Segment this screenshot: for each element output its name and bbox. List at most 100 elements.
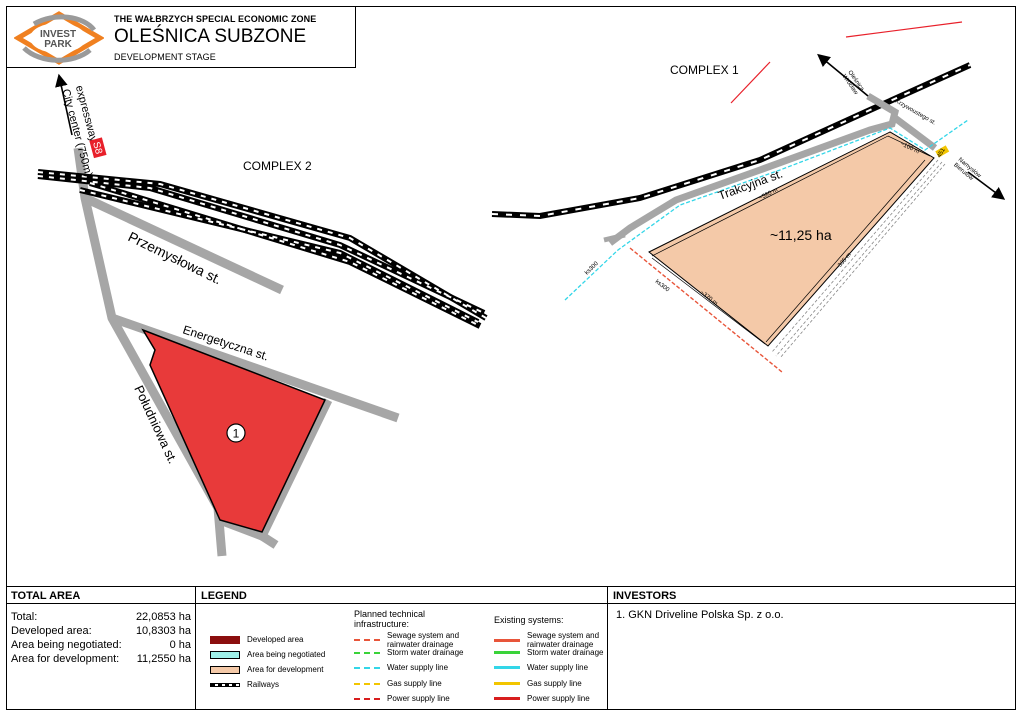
planned-line-swatch (354, 666, 380, 669)
page-title: OLEŚNICA SUBZONE (114, 26, 307, 47)
stage-label: DEVELOPMENT STAGE (114, 52, 216, 62)
area-row-total: Total: 22,0853 ha (11, 611, 191, 623)
plot-for-development (648, 131, 935, 347)
header-box: INVEST PARK THE WAŁBRZYCH SPECIAL ECONOM… (6, 6, 356, 68)
planned-water: Water supply line (354, 663, 448, 672)
planned-line-swatch (354, 639, 380, 641)
area-value: 0 ha (169, 639, 191, 651)
investor-item: 1. GKN Driveline Polska Sp. z o.o. (616, 609, 784, 621)
planned-storm: Storm water drainage (354, 648, 463, 657)
s8-badge-text: S8 (90, 141, 104, 156)
legend-label: Area being negotiated (247, 650, 326, 659)
existing-label: Power supply line (527, 694, 590, 703)
plot-area-label: ~11,25 ha (770, 227, 832, 243)
railways-complex-2 (37, 169, 488, 329)
s8-badge (89, 137, 107, 159)
planned-label: Gas supply line (387, 679, 442, 688)
legend-label: Area for development (247, 665, 324, 674)
existing-line-swatch (494, 697, 520, 700)
legend-label: Railways (247, 680, 280, 689)
planned-title-line-2: infrastructure: (354, 619, 410, 629)
area-label: Developed area: (11, 625, 92, 637)
existing-line-swatch (494, 682, 520, 685)
existing-label: Storm water drainage (527, 648, 604, 657)
road-przemyslowa (83, 193, 284, 295)
planned-label: Power supply line (387, 694, 450, 703)
complex-2-label: COMPLEX 2 (243, 159, 312, 173)
plot-dimension-580 (651, 135, 889, 257)
existing-water-supply-line (564, 119, 969, 301)
total-area-panel: TOTAL AREA Total: 22,0853 ha Developed a… (6, 587, 196, 709)
ks451-label: 451 (937, 147, 948, 159)
site-map: 1 expressway City center (750m) S8 (37, 21, 1006, 557)
direction-arrow-namyslow (967, 171, 1006, 200)
red-line-decoration-1 (845, 21, 963, 38)
planned-line-swatch (354, 651, 380, 654)
plot-dimension-335 (765, 159, 926, 343)
area-value: 11,2550 ha (136, 653, 191, 665)
existing-label: Gas supply line (527, 679, 582, 688)
area-row-for-development: Area for development: 11,2550 ha (11, 653, 191, 665)
legend-title: LEGEND (196, 587, 607, 604)
page-frame (6, 6, 1016, 710)
legend-developed: Developed area (210, 635, 303, 644)
red-line-decoration-2 (730, 61, 771, 104)
planned-line-swatch (354, 697, 380, 700)
planned-power: Power supply line (354, 694, 450, 703)
legend-for-development: Area for development (210, 665, 324, 674)
existing-water: Water supply line (494, 663, 588, 672)
road-south-end (259, 532, 279, 549)
gas-supply-marker (935, 145, 950, 158)
legend-railways: Railways (210, 680, 279, 689)
complex-1-label: COMPLEX 1 (670, 63, 739, 77)
plot-dimension-100 (887, 135, 931, 157)
invest-park-logo: INVEST PARK (14, 11, 104, 65)
investors-panel: INVESTORS 1. GKN Driveline Polska Sp. z … (608, 587, 1016, 709)
existing-line-swatch (494, 666, 520, 669)
existing-gas: Gas supply line (494, 679, 582, 688)
area-label: Area being negotiated: (11, 639, 122, 651)
existing-line-swatch (494, 638, 520, 642)
plot-dimension-370 (651, 257, 766, 345)
area-value: 10,8303 ha (135, 625, 191, 637)
existing-label: Water supply line (527, 663, 589, 672)
planned-label: Storm water drainage (387, 648, 464, 657)
legend-swatch (210, 650, 240, 659)
existing-systems-title: Existing systems: (494, 615, 564, 625)
area-label: Total: (11, 611, 38, 623)
zone-name: THE WAŁBRZYCH SPECIAL ECONOMIC ZONE (114, 14, 317, 24)
logo-text-park: PARK (44, 39, 72, 50)
area-row-negotiated: Area being negotiated: 0 ha (11, 639, 191, 651)
plot-1-number: 1 (233, 427, 240, 441)
planned-title-line-1: Planned technical (354, 609, 426, 619)
planned-sewage-line (629, 247, 783, 373)
existing-power: Power supply line (494, 694, 590, 703)
city-center-arrow (55, 73, 73, 136)
road-krzywoustego (892, 115, 938, 151)
legend-negotiated: Area being negotiated (210, 650, 325, 659)
area-value: 22,0853 ha (135, 611, 191, 623)
planned-label: Water supply line (387, 663, 449, 672)
legend-panel: LEGEND Developed area Area being negotia… (196, 587, 608, 709)
legend-swatch (210, 635, 240, 644)
area-label: Area for development: (11, 653, 120, 665)
railway-complex-1 (491, 62, 972, 220)
planned-line-swatch (354, 682, 380, 685)
legend-swatch (210, 665, 240, 674)
road-energetyczna (110, 313, 400, 423)
plot-1-marker (226, 423, 246, 443)
road-trakcyjna-spur (603, 232, 626, 243)
planned-infrastructure-title: Planned technical infrastructure: (354, 609, 425, 629)
area-row-developed: Developed area: 10,8303 ha (11, 625, 191, 637)
legend-label: Developed area (247, 635, 304, 644)
railway-swatch (210, 682, 240, 687)
existing-line-swatch (494, 651, 520, 654)
info-panel: TOTAL AREA Total: 22,0853 ha Developed a… (6, 586, 1016, 710)
road-trakcyjna (607, 92, 900, 246)
planned-gas: Gas supply line (354, 679, 442, 688)
investors-title: INVESTORS (608, 587, 1016, 604)
